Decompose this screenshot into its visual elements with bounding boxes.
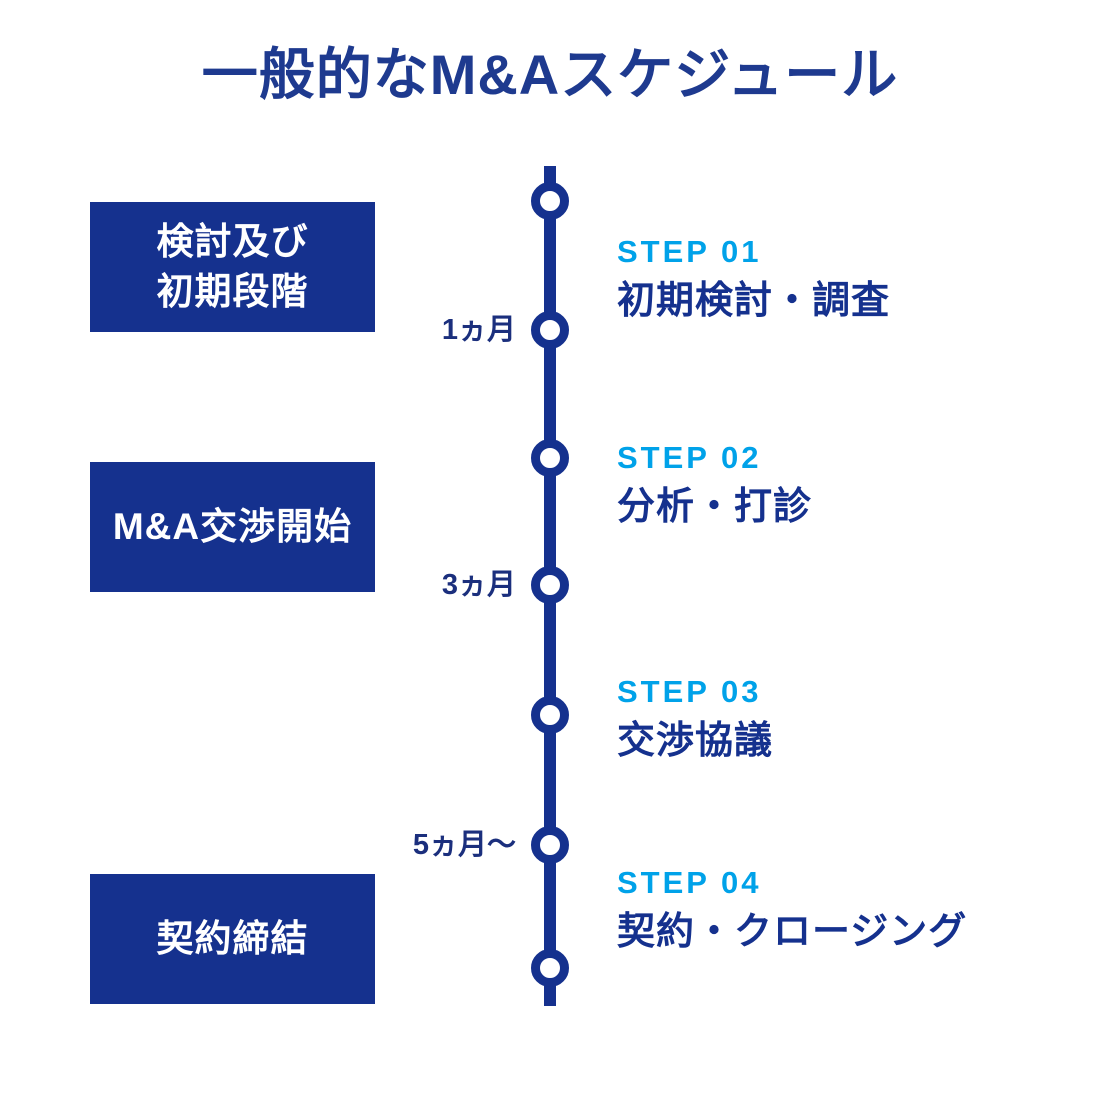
timeline-node <box>531 949 569 987</box>
phase-box-negotiation-start: M&A交渉開始 <box>90 462 375 592</box>
page-title: 一般的なM&Aスケジュール <box>201 43 899 106</box>
step-title: 分析・打診 <box>617 486 813 528</box>
step-item-02: STEP 02 分析・打診 <box>617 438 812 532</box>
step-title: 初期検討・調査 <box>617 280 891 322</box>
phase-label: M&A交渉開始 <box>112 506 353 547</box>
timeline-node <box>531 311 569 349</box>
duration-label-5months-plus: 5ヵ月〜 <box>412 829 516 861</box>
timeline-node <box>531 182 569 220</box>
step-number: STEP 01 <box>617 234 762 269</box>
phase-box-initial-stage: 検討及び 初期段階 <box>90 202 375 332</box>
step-number: STEP 04 <box>617 865 762 900</box>
duration-label-3months: 3ヵ月 <box>441 569 516 601</box>
timeline-node <box>531 439 569 477</box>
step-item-04: STEP 04 契約・クロージング <box>617 863 967 957</box>
step-title: 契約・クロージング <box>617 911 968 953</box>
timeline-node <box>531 826 569 864</box>
step-number: STEP 02 <box>617 440 762 475</box>
step-title: 交渉協議 <box>617 720 774 762</box>
timeline-node <box>531 566 569 604</box>
step-number: STEP 03 <box>617 674 762 709</box>
step-item-03: STEP 03 交渉協議 <box>617 672 773 766</box>
phase-label: 契約締結 <box>156 918 309 959</box>
timeline-node <box>531 696 569 734</box>
step-item-01: STEP 01 初期検討・調査 <box>617 232 890 326</box>
duration-label-1month: 1ヵ月 <box>441 314 516 346</box>
phase-label: 検討及び 初期段階 <box>156 221 309 312</box>
phase-box-contract-conclusion: 契約締結 <box>90 874 375 1004</box>
